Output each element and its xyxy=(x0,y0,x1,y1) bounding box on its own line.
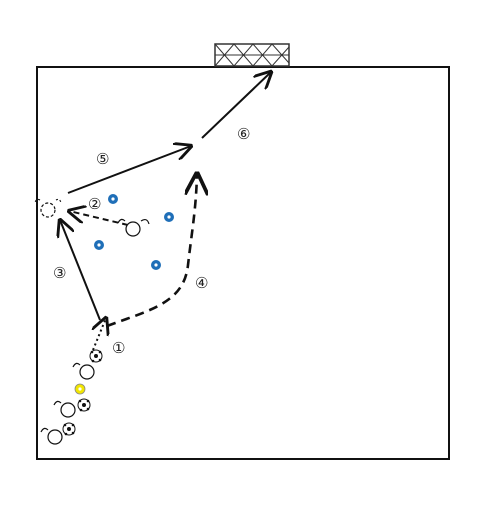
arrow-pass-1 xyxy=(93,318,106,351)
player-position-dashed xyxy=(34,198,62,218)
player-figure xyxy=(72,362,95,380)
step-label-3: ③ xyxy=(53,264,66,282)
ball-icon xyxy=(77,398,91,412)
arrow-shot xyxy=(201,72,271,139)
player-figure xyxy=(40,427,63,445)
ball-icon xyxy=(89,349,103,363)
step-label-5: ⑤ xyxy=(96,150,109,168)
player-queue xyxy=(40,349,103,445)
cone-blue xyxy=(164,212,174,222)
player-figure xyxy=(53,400,76,418)
cone-blue xyxy=(94,240,104,250)
cone-blue xyxy=(108,194,118,204)
step-label-4: ④ xyxy=(195,274,208,292)
cone-yellow xyxy=(74,383,86,395)
goal-icon xyxy=(214,43,290,67)
step-label-1: ① xyxy=(112,339,125,357)
player-figure xyxy=(117,218,150,237)
step-label-2: ② xyxy=(88,195,101,213)
step-label-6: ⑥ xyxy=(237,125,250,143)
arrow-run-3 xyxy=(60,220,101,321)
cone-blue xyxy=(151,260,161,270)
cone-markers xyxy=(74,194,174,395)
ball-icon xyxy=(62,422,76,436)
arrow-dribble-4 xyxy=(106,174,197,328)
arrow-pass-5 xyxy=(67,146,191,194)
pitch-boundary xyxy=(36,66,450,460)
